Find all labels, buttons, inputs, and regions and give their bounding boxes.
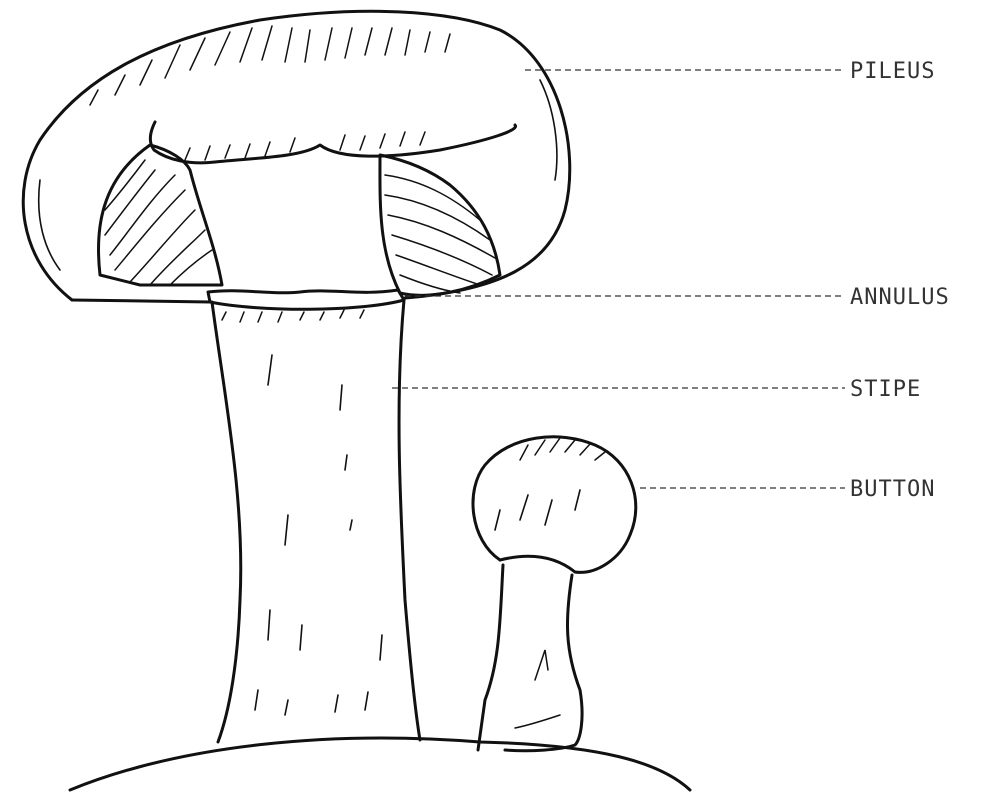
annulus-ring [208,290,404,309]
stipe [212,300,420,742]
pileus-cap [23,11,570,302]
ground-line [70,738,690,790]
gills-right [380,155,500,295]
pileus-label: PILEUS [850,59,935,84]
button-mushroom [473,437,636,751]
gills-left [98,145,222,285]
button-label: BUTTON [850,477,935,502]
stipe-label: STIPE [850,377,921,402]
annulus-label: ANNULUS [850,285,950,310]
